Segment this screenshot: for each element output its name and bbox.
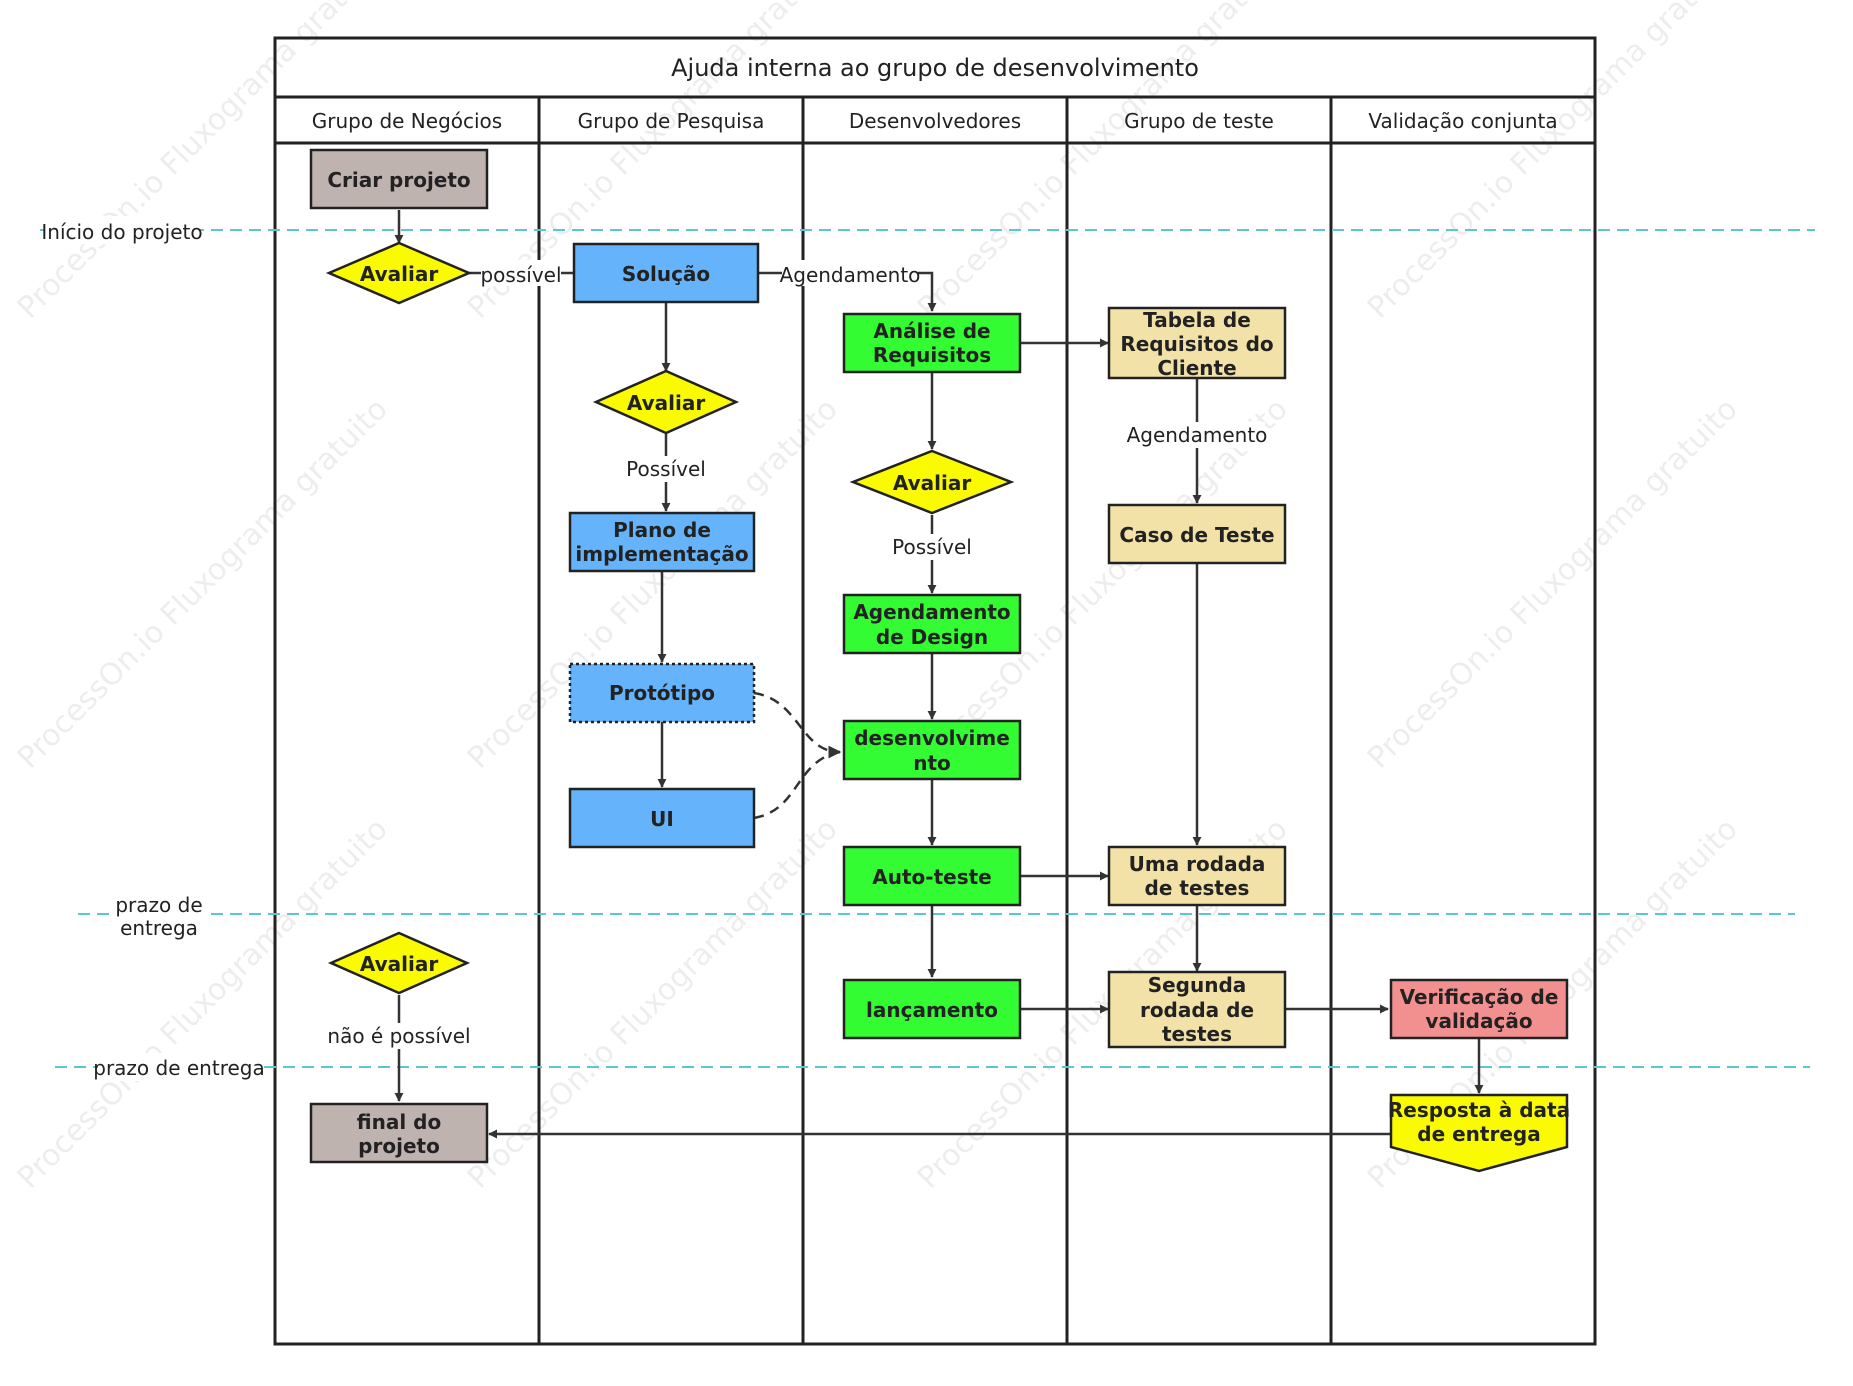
- node-plano-implementacao[interactable]: [568, 511, 756, 573]
- watermark: ProcessOn.io Fluxograma gratuito: [911, 0, 1295, 326]
- node-label: Caso de Teste: [1119, 523, 1274, 547]
- node-label: Criar projeto: [327, 168, 470, 192]
- node-avaliar-negocios-1[interactable]: [325, 241, 473, 305]
- edge-ui-desenvolvimento: [753, 750, 841, 820]
- milestone-label-start: Início do projeto: [41, 220, 202, 244]
- milestone-label-deadline-2: prazo de entrega: [93, 1056, 264, 1080]
- edge-prototipo-desenvolvimento: [753, 691, 842, 759]
- watermark: ProcessOn.io Fluxograma gratuito: [461, 812, 845, 1196]
- node-label: Verificação de: [1400, 985, 1559, 1009]
- node-resposta-entrega[interactable]: [1389, 1093, 1569, 1173]
- node-tabela-requisitos[interactable]: [1107, 306, 1287, 380]
- diagram-title: Ajuda interna ao grupo de desenvolviment…: [671, 54, 1199, 82]
- node-label: nto: [913, 751, 951, 775]
- edge-label-nao-possivel: não é possível: [327, 1024, 470, 1048]
- node-label: Avaliar: [360, 262, 439, 286]
- edge-label-agendamento-2: Agendamento: [1127, 423, 1268, 447]
- node-avaliar-pesquisa[interactable]: [592, 369, 740, 435]
- node-label: projeto: [358, 1134, 440, 1158]
- node-label: Uma rodada: [1129, 852, 1266, 876]
- edge-label-possivel-2: Possível: [626, 457, 706, 481]
- node-label: Avaliar: [360, 952, 439, 976]
- node-caso-teste[interactable]: [1107, 503, 1287, 565]
- lane-header-teste: Grupo de teste: [1124, 109, 1274, 133]
- node-auto-teste[interactable]: [842, 845, 1022, 907]
- node-ui[interactable]: [568, 787, 756, 849]
- node-verificacao-validacao[interactable]: [1389, 978, 1569, 1040]
- node-label: UI: [650, 807, 674, 831]
- node-solucao[interactable]: [572, 242, 760, 304]
- edge-label-possivel-3: Possível: [892, 535, 972, 559]
- node-criar-projeto[interactable]: [309, 148, 489, 210]
- edge-label-agendamento-1: Agendamento: [780, 263, 921, 287]
- watermark: ProcessOn.io Fluxograma gratuito: [11, 392, 395, 776]
- watermark: ProcessOn.io Fluxograma gratuito: [1361, 392, 1745, 776]
- lane-header-validacao: Validação conjunta: [1368, 109, 1557, 133]
- watermark: ProcessOn.io Fluxograma gratuito: [1361, 0, 1745, 326]
- node-label: Requisitos: [873, 343, 991, 367]
- node-label: Cliente: [1157, 356, 1236, 380]
- edge-label-possivel-1: possível: [480, 263, 561, 287]
- node-rodada-testes-2[interactable]: [1107, 970, 1287, 1049]
- edge-label-bg: [481, 260, 561, 286]
- node-label: Solução: [622, 262, 710, 286]
- swimlane-frame: [273, 36, 1597, 1346]
- watermark: ProcessOn.io Fluxograma gratuito: [911, 392, 1295, 776]
- edge-label-bg: [1129, 422, 1265, 448]
- node-label: Tabela de: [1143, 308, 1251, 332]
- edge-label-bg: [330, 1023, 468, 1049]
- node-avaliar-dev[interactable]: [849, 449, 1015, 515]
- node-label: Agendamento: [853, 600, 1010, 624]
- node-label: Avaliar: [893, 471, 972, 495]
- milestone-label-bg: [110, 893, 208, 935]
- node-label: de testes: [1145, 876, 1250, 900]
- node-rodada-testes-1[interactable]: [1107, 845, 1287, 907]
- lane-header-pesquisa: Grupo de Pesquisa: [578, 109, 765, 133]
- node-label: Protótipo: [609, 681, 715, 705]
- node-label: Análise de: [873, 319, 990, 343]
- node-label: Auto-teste: [872, 865, 991, 889]
- node-desenvolvimento[interactable]: [842, 719, 1022, 781]
- node-agendamento-design[interactable]: [842, 593, 1022, 655]
- lane-header-desenvolvedores: Desenvolvedores: [849, 109, 1021, 133]
- node-avaliar-negocios-2[interactable]: [327, 931, 471, 995]
- diagram-border: [273, 36, 1597, 1346]
- edge-label-bg: [782, 260, 918, 286]
- node-label: Requisitos do: [1120, 332, 1273, 356]
- node-analise-requisitos[interactable]: [842, 312, 1022, 374]
- lane-header-negocios: Grupo de Negócios: [312, 109, 502, 133]
- node-label: implementação: [575, 542, 748, 566]
- milestone-label-deadline-1: prazo de: [115, 893, 202, 917]
- node-label: desenvolvime: [854, 726, 1010, 750]
- edge-label-bg: [890, 534, 974, 560]
- milestone-label-bg: [98, 1053, 260, 1081]
- node-label: Segunda: [1148, 973, 1247, 997]
- node-lancamento[interactable]: [842, 978, 1022, 1040]
- node-label: rodada de: [1140, 998, 1254, 1022]
- node-label: Plano de: [613, 518, 711, 542]
- node-label: Resposta à data: [1388, 1098, 1570, 1122]
- node-label: Avaliar: [627, 391, 706, 415]
- node-label: validação: [1425, 1009, 1532, 1033]
- node-label: de entrega: [1417, 1122, 1540, 1146]
- node-prototipo[interactable]: [568, 662, 756, 724]
- node-label: lançamento: [866, 998, 998, 1022]
- milestone-label-bg: [44, 216, 200, 244]
- node-label: de Design: [876, 625, 988, 649]
- node-label: final do: [357, 1110, 441, 1134]
- node-final-projeto[interactable]: [309, 1102, 489, 1164]
- milestone-label-deadline-1: entrega: [120, 916, 198, 940]
- edge-label-bg: [624, 456, 708, 482]
- node-label: testes: [1162, 1022, 1232, 1046]
